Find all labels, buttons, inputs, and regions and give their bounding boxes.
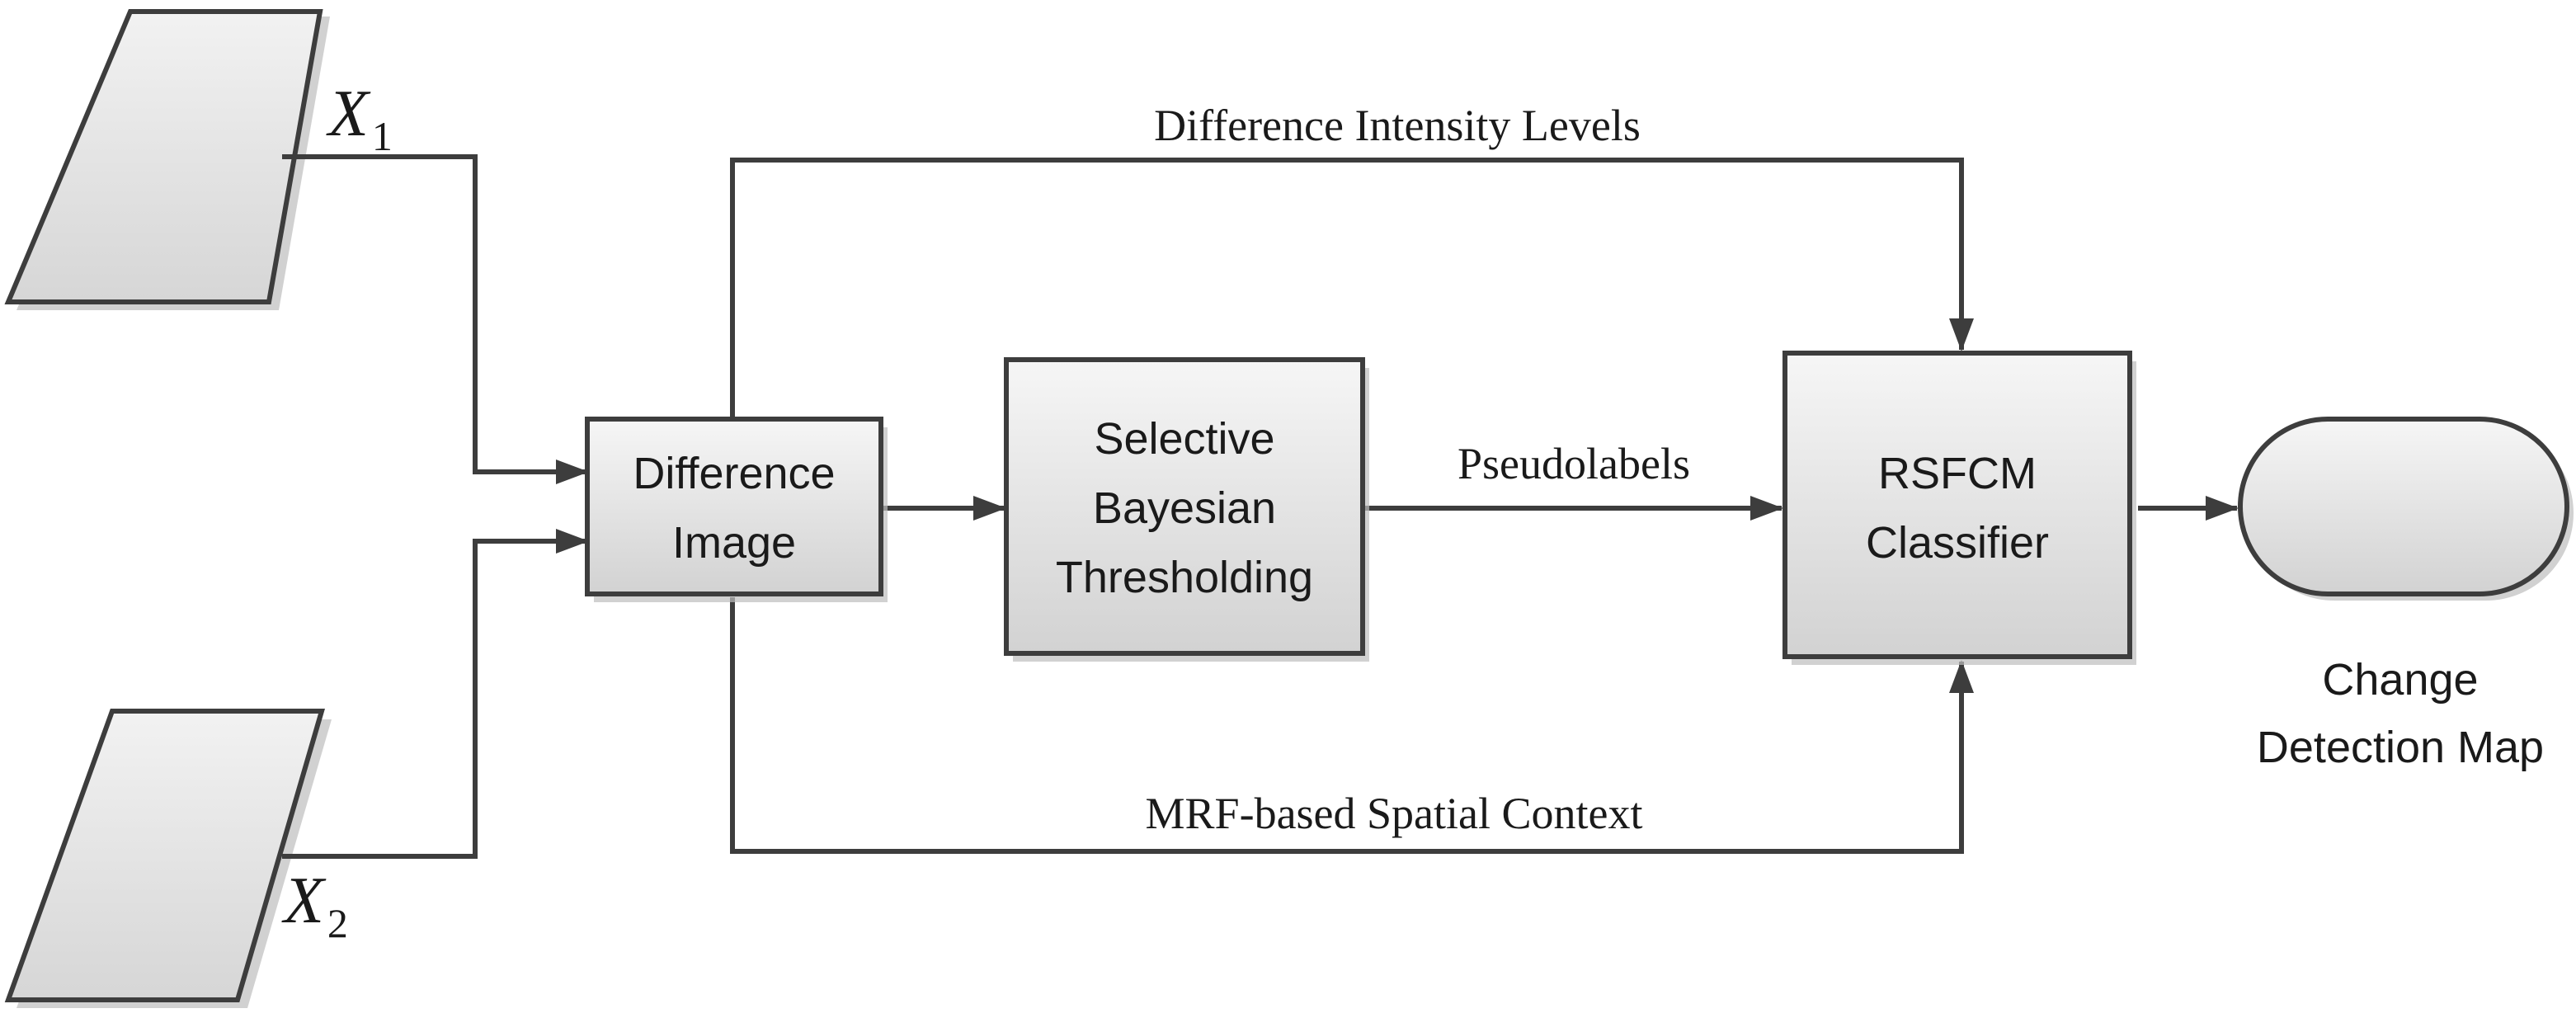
input-x1-shape [4,9,323,304]
edge-label-top: Difference Intensity Levels [1154,101,1641,150]
input-x2-shape [4,709,325,1002]
arrow-top-intensity [730,158,1974,419]
thresholding-box: Selective Bayesian Thresholding [1004,357,1369,662]
thresholding-line3: Thresholding [1056,553,1313,602]
classifier-rect [1782,351,2132,659]
edge-label-bottom: MRF-based Spatial Context [1146,789,1643,838]
output-shape [2238,417,2569,596]
edge-label-middle: Pseudolabels [1458,439,1690,488]
input-x1-symbol: X [326,78,371,150]
arrow-bottom-spatial [730,597,1974,854]
arrow-x1-to-difference [282,154,589,484]
input-x2-subscript: 2 [327,900,348,946]
difference-image-box: Difference Image [585,417,888,602]
output-label-line1: Change [2322,655,2478,705]
input-x2-label: X2 [281,865,348,946]
thresholding-rect [1004,357,1365,656]
input-x2: X2 [4,709,348,1008]
difference-image-rect [585,417,883,596]
input-x1: X1 [4,9,393,310]
difference-image-line1: Difference [633,449,835,498]
input-x1-label: X1 [326,78,393,159]
connectors [282,154,2239,859]
input-x1-subscript: 1 [372,113,393,159]
thresholding-line2: Bayesian [1093,483,1276,533]
classifier-box: RSFCM Classifier [1782,351,2136,665]
arrow-x2-to-difference [282,529,589,859]
output-label-line2: Detection Map [2257,723,2544,772]
input-x2-symbol: X [281,865,327,937]
output-terminator [2238,417,2574,601]
thresholding-line1: Selective [1094,414,1274,464]
classifier-line1: RSFCM [1878,449,2037,498]
difference-image-line2: Image [672,518,796,568]
classifier-line2: Classifier [1866,518,2049,568]
